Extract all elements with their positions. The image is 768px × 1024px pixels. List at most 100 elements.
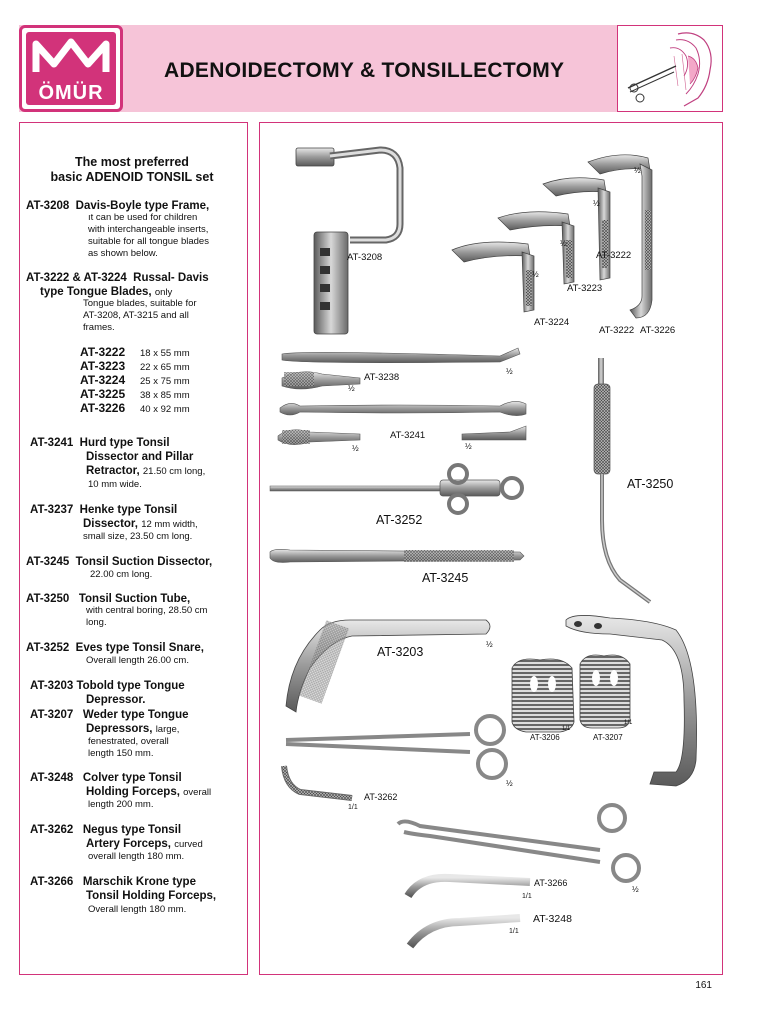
marschik-forceps-image xyxy=(396,803,641,949)
entry-desc: with interchangeable inserts, xyxy=(88,224,209,235)
scale-mark: ½ xyxy=(532,270,539,279)
entry-desc: Overall length 26.00 cm. xyxy=(86,655,189,666)
entry-name: Davis-Boyle type Frame, xyxy=(75,200,210,212)
entry-desc: long. xyxy=(86,617,107,628)
tobold-tongue-depressor-image xyxy=(285,619,491,713)
entry-name: Hurd type Tonsil xyxy=(79,437,170,449)
label-at3238: AT-3238 xyxy=(364,372,400,383)
label-at3208: AT-3208 xyxy=(347,252,383,263)
entry-desc: 22.00 cm long. xyxy=(90,569,153,580)
entry-at3203: AT-3203 Tobold type Tongue xyxy=(30,679,185,693)
set-title-line1: The most preferred xyxy=(75,155,189,169)
colver-forceps-image xyxy=(285,714,508,780)
label-at3222: AT-3222 xyxy=(596,250,632,261)
scale-mark: ½ xyxy=(632,885,639,894)
hurd-dissector-image xyxy=(277,401,527,445)
entry-code: AT-3208 xyxy=(26,200,70,212)
henke-dissector-image xyxy=(281,347,521,390)
scale-mark: ½ xyxy=(348,384,355,393)
label-at3248: AT-3248 xyxy=(533,913,572,925)
scale-mark: 1/1 xyxy=(562,726,571,732)
scale-mark: ½ xyxy=(593,199,600,208)
entry-name: Russal- Davis xyxy=(133,272,209,284)
entry-code: AT-3222 & AT-3224 xyxy=(26,272,127,284)
entry-desc: overall length 180 mm. xyxy=(88,851,185,862)
entry-desc: ıt can be used for children xyxy=(88,212,198,223)
label-at3241: AT-3241 xyxy=(390,430,426,441)
label-at3262: AT-3262 xyxy=(364,792,398,802)
scale-mark: ½ xyxy=(506,367,513,376)
entry-code: AT-3237 xyxy=(30,504,74,516)
omur-logo: ÖMÜR xyxy=(19,25,123,112)
entry-at3250: AT-3250 Tonsil Suction Tube, xyxy=(26,592,190,606)
tongue-blades-image xyxy=(451,154,653,319)
scale-mark: ½ xyxy=(634,166,641,175)
weder-depressors-image xyxy=(511,615,697,787)
entry-code: AT-3207 xyxy=(30,709,74,721)
label-at3203: AT-3203 xyxy=(377,645,424,659)
entry-desc: 10 mm wide. xyxy=(88,479,142,490)
label-at3207: AT-3207 xyxy=(593,733,623,742)
entry-code: AT-3241 xyxy=(30,437,74,449)
scale-mark: ½ xyxy=(465,442,472,451)
set-title-line2: basic ADENOID TONSIL set xyxy=(50,170,214,184)
entry-name: Eves type Tonsil Snare, xyxy=(75,642,204,654)
scale-mark: 1/1 xyxy=(348,804,358,811)
entry-desc: fenestrated, overall xyxy=(88,736,169,747)
eves-tonsil-snare-image xyxy=(269,463,524,515)
scale-mark: 1/1 xyxy=(509,928,519,935)
entry-code: AT-3266 xyxy=(30,876,74,888)
label-at3266: AT-3266 xyxy=(534,878,568,888)
label-at3245: AT-3245 xyxy=(422,571,469,585)
entry-line: Depressors, large, xyxy=(86,723,180,735)
entry-desc: Overall length 180 mm. xyxy=(88,904,187,915)
tonsil-suction-tube-image xyxy=(593,358,652,604)
tonsil-suction-dissector-image xyxy=(269,549,525,563)
scale-mark: 1/1 xyxy=(522,893,532,900)
entry-code: AT-3248 xyxy=(30,772,74,784)
entry-at3241: AT-3241 Hurd type Tonsil xyxy=(30,436,170,450)
entry-at3262: AT-3262 Negus type Tonsil xyxy=(30,823,181,837)
entry-at3266: AT-3266 Marschik Krone type xyxy=(30,875,196,889)
entry-name: Henke type Tonsil xyxy=(79,504,178,516)
entry-at3207: AT-3207 Weder type Tongue xyxy=(30,708,189,722)
entry-code: AT-3252 xyxy=(26,642,70,654)
throat-anatomy-icon xyxy=(627,32,712,107)
entry-name: Weder type Tongue xyxy=(82,709,189,721)
davis-boyle-frame-image xyxy=(295,146,404,335)
label-at3226: AT-3226 xyxy=(640,325,676,336)
instruments-panel xyxy=(259,122,723,975)
entry-desc: length 150 mm. xyxy=(88,748,154,759)
logo-mark-icon xyxy=(32,38,110,72)
label-at3206: AT-3206 xyxy=(530,733,560,742)
entry-line: Holding Forceps, overall xyxy=(86,786,212,798)
entry-at3208: AT-3208 Davis-Boyle type Frame, xyxy=(26,199,209,213)
entry-at3248: AT-3248 Colver type Tonsil xyxy=(30,771,182,785)
logo-text: ÖMÜR xyxy=(38,82,104,104)
label-at3224: AT-3224 xyxy=(534,317,570,328)
entry-at3222-line2: type Tongue Blades, only xyxy=(40,285,172,299)
scale-mark: 1/1 xyxy=(624,720,633,726)
page-header: ÖMÜR ADENOIDECTOMY & TONSILLECTOMY xyxy=(19,25,723,112)
entry-desc: AT-3208, AT-3215 and all xyxy=(83,310,189,321)
entry-code: AT-3262 xyxy=(30,824,74,836)
entry-code: AT-3203 xyxy=(30,680,74,692)
page-number: 161 xyxy=(695,980,712,991)
scale-mark: ½ xyxy=(506,779,513,788)
entry-desc: with central boring, 28.50 cm xyxy=(86,605,208,616)
entry-line: Retractor, 21.50 cm long, xyxy=(86,465,206,477)
entry-at3245: AT-3245 Tonsil Suction Dissector, xyxy=(26,555,212,569)
entry-code: AT-3250 xyxy=(26,593,70,605)
entry-line: Tonsil Holding Forceps, xyxy=(86,890,217,902)
entry-line: Artery Forceps, curved xyxy=(86,838,203,850)
entry-line: Depressor. xyxy=(86,694,146,706)
entry-code: AT-3245 xyxy=(26,556,70,568)
entry-name: type Tongue Blades, xyxy=(40,286,152,298)
entry-desc: only xyxy=(154,287,173,298)
